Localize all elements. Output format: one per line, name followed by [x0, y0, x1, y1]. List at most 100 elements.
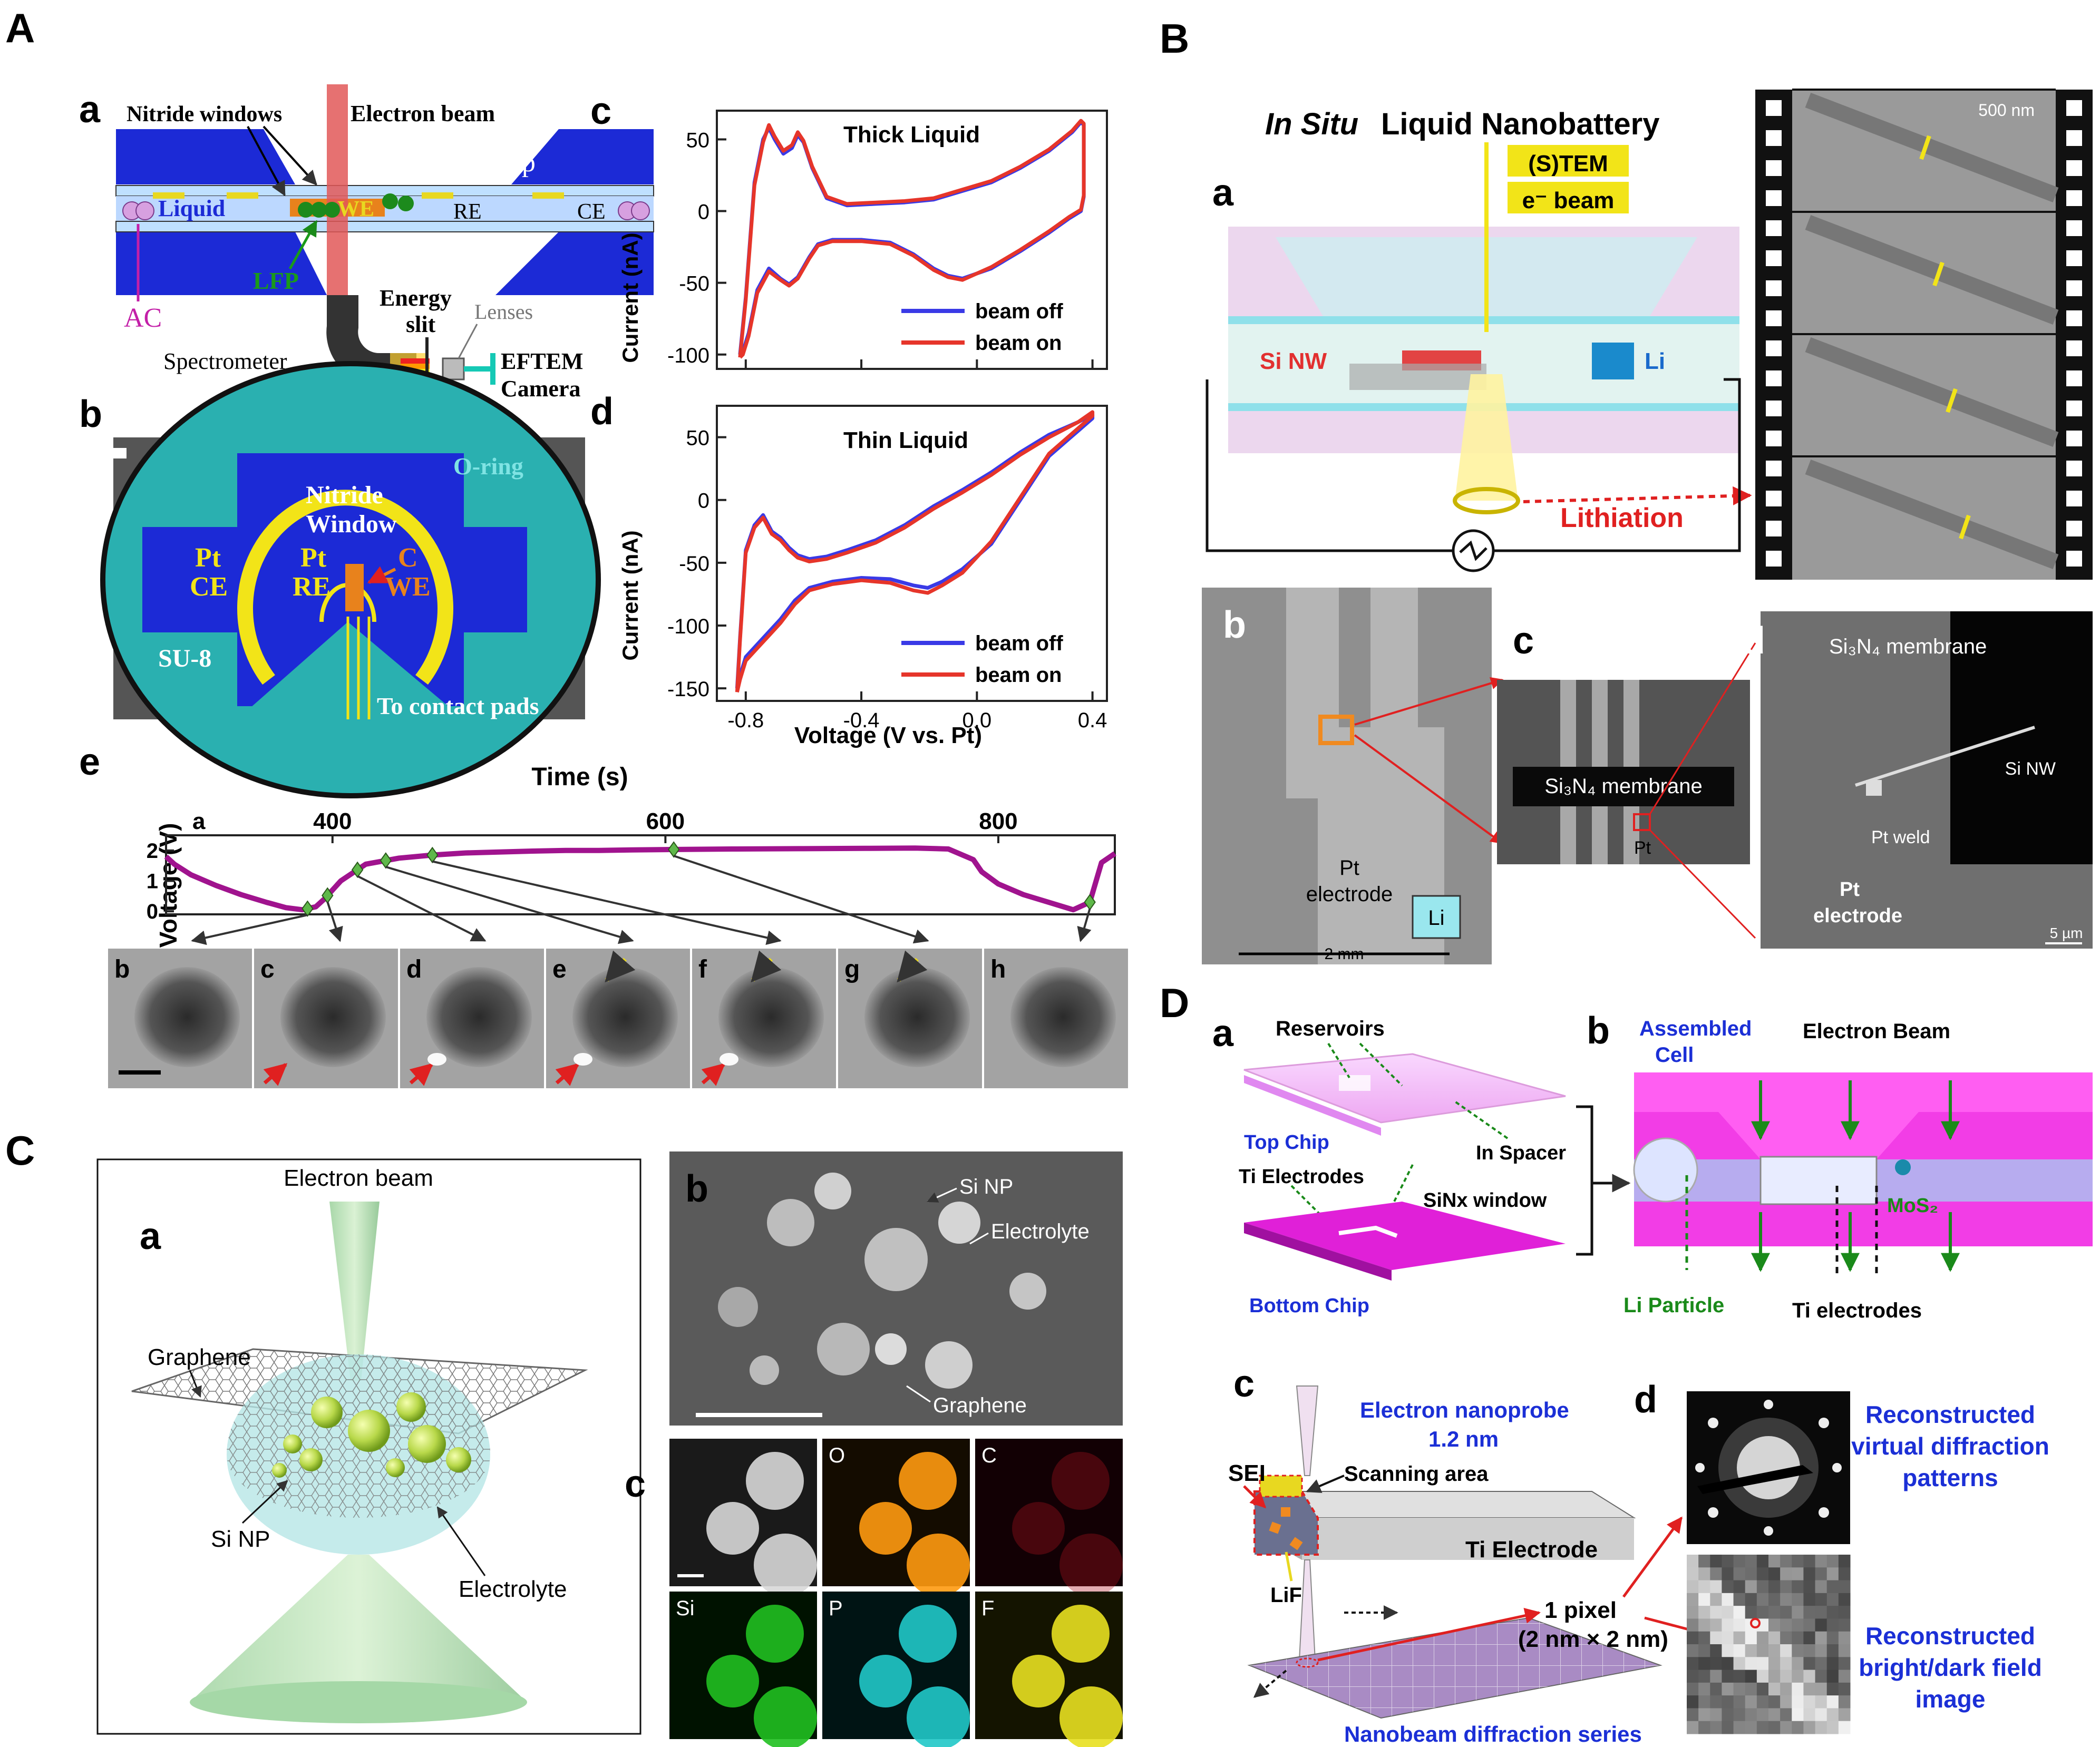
B-bcd-micrographs: b Pt electrode Li 2 mm c Si₃N₄ membrane …: [1202, 588, 2093, 964]
bf-pixel: [1733, 1555, 1746, 1568]
bf-pixel: [1710, 1695, 1722, 1709]
bf-pixel: [1780, 1670, 1792, 1683]
bf-pixel: [1768, 1555, 1781, 1568]
bf-pixel: [1698, 1567, 1710, 1581]
B-d-electrode: electrode: [1813, 905, 1902, 927]
yellow-arrow: [605, 950, 636, 983]
bf-pixel: [1815, 1670, 1827, 1683]
su8-label: SU-8: [158, 645, 211, 672]
A-d-ylabel: Current (nA): [618, 530, 643, 660]
x-tick-label: -0.4: [843, 709, 880, 732]
bf-pixel: [1733, 1618, 1746, 1632]
tem-blob: [1010, 967, 1116, 1067]
A-c-title: Thick Liquid: [843, 122, 980, 148]
frame-arrow: [1077, 908, 1092, 942]
C-b-si-np: Si NP: [959, 1175, 1013, 1198]
sprocket-right: [2066, 461, 2082, 476]
eds-particle: [1052, 1452, 1110, 1510]
bf-pixel: [1710, 1606, 1722, 1619]
D-d-rec5: bright/dark field: [1859, 1654, 2042, 1681]
window-label: Window: [306, 510, 397, 538]
bf-pixel: [1698, 1580, 1710, 1594]
bf-pixel: [1803, 1708, 1816, 1722]
D-d-rec4: Reconstructed: [1865, 1622, 2035, 1650]
bf-pixel: [1803, 1593, 1816, 1606]
D-c-schematic: c Electron nanoprobe 1.2 nm SEI Scanning…: [1228, 1363, 1746, 1746]
bf-pixel: [1710, 1631, 1722, 1645]
red-arrow: [263, 1063, 288, 1086]
bf-pixel: [1733, 1670, 1746, 1683]
bf-pixel: [1838, 1670, 1851, 1683]
eds-particle: [907, 1686, 970, 1747]
o-ring-label: O-ring: [453, 453, 523, 480]
D-c-pixel2: (2 nm × 2 nm): [1518, 1626, 1668, 1652]
selected-pixel: [1750, 1618, 1761, 1628]
y-tick-label: 1: [147, 870, 158, 893]
bf-pixel: [1756, 1555, 1769, 1568]
eds-element-label: P: [829, 1597, 843, 1620]
bf-pixel: [1792, 1670, 1804, 1683]
spectrometer-label: Spectrometer: [163, 348, 287, 374]
y-tick-label: 0: [147, 900, 158, 923]
bf-pixel: [1745, 1657, 1757, 1671]
bf-pixel: [1722, 1708, 1734, 1722]
B-filmstrip: 500 nm: [1755, 89, 2093, 580]
bf-pixel: [1745, 1721, 1757, 1734]
sprocket-left: [1766, 551, 1782, 567]
eds-element-label: C: [981, 1444, 997, 1467]
D-a-schematic: a Reservoirs Top Chip In Spacer Ti Elect…: [1212, 1012, 1631, 1317]
plot-frame: [716, 110, 1108, 370]
eds-particle: [746, 1452, 804, 1510]
reaction-front-marker: [1959, 514, 1971, 540]
nanowire: [1805, 459, 2059, 570]
sprocket-right: [2066, 100, 2082, 116]
ac-label: AC: [124, 303, 162, 333]
D-c-nanoprobe2: 1.2 nm: [1428, 1427, 1499, 1451]
sprocket-right: [2066, 521, 2082, 536]
bf-pixel: [1803, 1606, 1816, 1619]
D-c-ti-electrode: Ti Electrode: [1465, 1537, 1598, 1563]
sprocket-left: [1766, 491, 1782, 506]
C-a-schematic: a Electron beam Graphene Si NP Electroly…: [96, 1158, 641, 1735]
B-c-letter: c: [1513, 620, 1534, 662]
bf-pixel: [1756, 1721, 1769, 1734]
frame-arrow: [432, 860, 782, 945]
red-arrow: [701, 1063, 726, 1086]
bf-pixel: [1698, 1606, 1710, 1619]
bf-pixel: [1722, 1618, 1734, 1632]
contact-label: To contact pads: [377, 692, 539, 719]
sprocket-left: [1766, 220, 1782, 236]
tem-blob: [134, 967, 240, 1067]
eds-particle: [899, 1452, 957, 1510]
y-tick-label: -100: [667, 344, 709, 367]
bf-pixel: [1722, 1644, 1734, 1657]
bf-pixel: [1780, 1593, 1792, 1606]
bf-pixel: [1768, 1631, 1781, 1645]
frame-label: d: [406, 955, 422, 983]
D-d-images: d Reconstructed virtual diffraction patt…: [1634, 1379, 2049, 1734]
bf-pixel: [1838, 1567, 1851, 1581]
bf-pixel: [1698, 1721, 1710, 1734]
D-b-assembled: Assembled: [1639, 1017, 1752, 1040]
nanowire: [1805, 337, 2059, 447]
c-label: C: [398, 543, 418, 573]
bf-pixel: [1687, 1721, 1699, 1734]
bf-pixel: [1687, 1644, 1699, 1657]
bf-pixel: [1710, 1708, 1722, 1722]
bf-pixel: [1710, 1567, 1722, 1581]
bf-pixel: [1838, 1593, 1851, 1606]
B-d-membrane: Si₃N₄ membrane: [1829, 635, 1987, 658]
B-b-pt: Pt: [1339, 856, 1359, 880]
D-a-bottom-chip: Bottom Chip: [1249, 1295, 1369, 1317]
bf-pixel: [1756, 1593, 1769, 1606]
C-c-letter: c: [625, 1463, 646, 1505]
bf-pixel: [1803, 1644, 1816, 1657]
A-e-letter: e: [79, 741, 100, 783]
bf-pixel: [1803, 1657, 1816, 1671]
eds-element-label: Si: [676, 1597, 695, 1620]
panel-B-label: B: [1160, 15, 1189, 62]
liquid-label: Liquid: [158, 196, 225, 221]
C-b-image: b Si NP Electrolyte Graphene: [669, 1151, 1123, 1426]
bf-pixel: [1768, 1657, 1781, 1671]
pt-ce-1: Pt: [195, 543, 221, 573]
